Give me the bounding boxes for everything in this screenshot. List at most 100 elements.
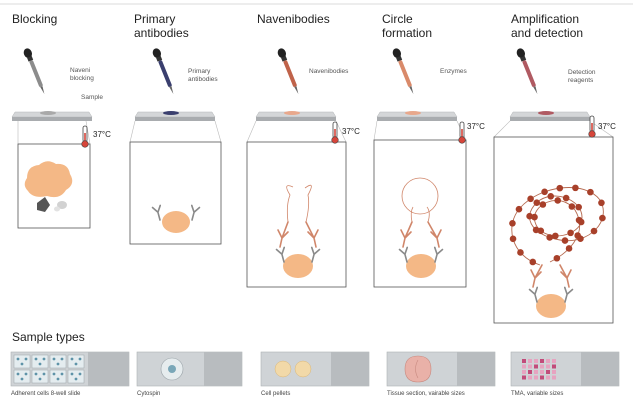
rca-dot xyxy=(561,237,569,244)
cell xyxy=(162,211,190,233)
tma-core xyxy=(522,370,526,374)
reagent-label-blocking: Naveni blocking xyxy=(70,67,94,82)
well xyxy=(49,369,67,384)
well xyxy=(67,369,85,384)
dropper-icon xyxy=(276,47,303,96)
rca-dot xyxy=(562,194,570,202)
temperature-label: 37°C xyxy=(93,130,111,139)
cell xyxy=(536,294,566,318)
rca-dot xyxy=(568,203,576,210)
sample-spot xyxy=(405,111,421,115)
well xyxy=(31,354,49,369)
rca-dot xyxy=(567,229,574,237)
tma-core xyxy=(522,359,526,363)
blocking-molecule xyxy=(37,197,50,212)
well xyxy=(13,369,31,384)
step-title-primary-antibodies: Primary antibodies xyxy=(134,12,189,40)
reagent-label-navenibodies: Navenibodies xyxy=(309,68,349,75)
rca-dot xyxy=(590,227,598,235)
rca-dot xyxy=(517,249,524,256)
rca-dot xyxy=(574,232,581,239)
tma-core xyxy=(552,375,556,380)
rca-dot xyxy=(529,258,537,266)
navenibody-icon xyxy=(530,264,572,288)
cell xyxy=(406,254,436,278)
step-circle-formation-graphic xyxy=(373,47,467,288)
navenibody-icon xyxy=(400,221,442,248)
thermometer-icon xyxy=(588,115,596,138)
rca-dot xyxy=(565,245,573,252)
tma-core xyxy=(546,375,550,380)
rca-dot xyxy=(575,216,583,224)
step-title-amplification: Amplification and detection xyxy=(511,12,584,40)
sample-types-title: Sample types xyxy=(12,330,85,344)
tma-core xyxy=(540,359,544,363)
reagent-label-detection: Detection reagents xyxy=(568,69,596,84)
rca-dot xyxy=(547,192,555,200)
sample-spot xyxy=(163,111,179,115)
thermometer-icon xyxy=(331,121,339,144)
tma-core xyxy=(540,370,544,374)
slide-tissue-section xyxy=(386,351,496,387)
step-blocking-graphic xyxy=(11,47,93,229)
temperature-label: 37°C xyxy=(598,122,616,131)
rca-dot xyxy=(541,188,548,196)
rca-dot xyxy=(527,195,534,203)
rca-dot xyxy=(539,201,547,208)
tma-core xyxy=(534,370,538,374)
rca-dot xyxy=(537,227,545,235)
step-amplification-graphic xyxy=(493,47,614,324)
slide-adherent-cells xyxy=(10,351,130,387)
rca-dot xyxy=(509,235,517,243)
temperature-label: 37°C xyxy=(467,122,485,131)
rca-dot xyxy=(546,234,553,241)
step-primary-antibodies-graphic xyxy=(129,47,222,245)
rca-dot xyxy=(526,212,533,220)
blocking-molecule xyxy=(57,201,67,209)
oligo-strand xyxy=(286,185,294,223)
rca-dot xyxy=(587,188,594,196)
tma-core xyxy=(534,375,538,380)
slide-caption: Adherent cells 8-well slide xyxy=(11,391,81,397)
dropper-icon xyxy=(515,47,542,96)
rca-dots xyxy=(509,184,606,266)
rca-dot xyxy=(599,214,606,222)
tma-core xyxy=(546,364,550,369)
step-title-blocking: Blocking xyxy=(12,12,58,26)
tma-core xyxy=(552,370,556,374)
rca-dot xyxy=(598,199,605,207)
dna-circle xyxy=(401,177,439,215)
blocking-molecule xyxy=(54,206,60,212)
rca-dot xyxy=(553,254,561,262)
sample-spot xyxy=(538,111,554,115)
well xyxy=(13,354,31,369)
tma-core xyxy=(546,370,550,374)
rca-dot xyxy=(509,220,516,227)
rca-dot xyxy=(515,205,523,213)
tma-core xyxy=(552,359,556,363)
slide-caption: Cytospin xyxy=(137,391,161,397)
slide-caption: Tissue section, vairable sizes xyxy=(387,391,465,397)
tma-core xyxy=(552,364,556,369)
slide-tma xyxy=(510,351,620,387)
tma-core xyxy=(534,364,538,369)
well xyxy=(31,369,49,384)
rca-dot xyxy=(556,184,564,192)
rca-dot xyxy=(531,213,538,221)
dropper-icon xyxy=(391,47,418,96)
cell xyxy=(283,254,313,278)
sample-slides xyxy=(10,351,620,387)
tma-core xyxy=(528,375,532,380)
well xyxy=(67,354,85,369)
tma-core xyxy=(528,364,532,369)
well xyxy=(49,354,67,369)
slide-caption: TMA, variable sizes xyxy=(511,391,564,397)
rca-dot xyxy=(554,197,562,204)
navenibody-icon xyxy=(277,221,319,248)
rca-dot xyxy=(552,232,559,240)
thermometer-icon xyxy=(81,125,89,148)
rca-dot xyxy=(533,199,541,207)
step-title-circle-formation: Circle formation xyxy=(382,12,433,40)
tma-core xyxy=(528,370,532,374)
